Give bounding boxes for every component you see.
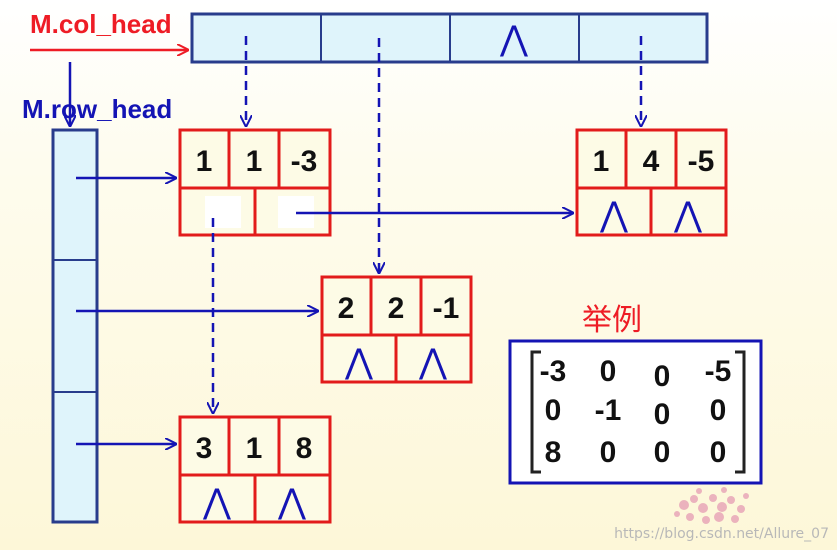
node-value: -1 bbox=[433, 292, 460, 325]
node-row: 1 bbox=[593, 145, 610, 178]
matrix-cell: 0 bbox=[654, 436, 671, 469]
matrix-frame bbox=[508, 339, 763, 485]
matrix-cell: -5 bbox=[705, 355, 732, 388]
matrix-cell: 0 bbox=[654, 398, 671, 431]
matrix-cell: -1 bbox=[595, 394, 622, 427]
matrix-cell: 0 bbox=[710, 436, 727, 469]
row-head-frame bbox=[51, 128, 99, 524]
matrix-cell: 8 bbox=[545, 436, 562, 469]
example-matrix-box: -3 0 0 -5 0 -1 0 0 8 0 0 0 bbox=[508, 339, 763, 485]
node-row: 1 bbox=[196, 145, 213, 178]
right-null-symbol: ⋀ bbox=[673, 195, 702, 235]
matrix-right-bracket bbox=[735, 350, 746, 474]
matrix-cell: 0 bbox=[600, 436, 617, 469]
matrix-cell: -3 bbox=[540, 355, 567, 388]
down-null-symbol: ⋀ bbox=[344, 342, 373, 382]
matrix-cell: 0 bbox=[545, 394, 562, 427]
col-head-cell-3: ⋀ bbox=[499, 19, 528, 59]
node-row: 2 bbox=[338, 292, 355, 325]
right-null-symbol: ⋀ bbox=[277, 482, 306, 522]
node-col: 1 bbox=[246, 432, 263, 465]
down-null-symbol: ⋀ bbox=[202, 482, 231, 522]
down-pointer-slot bbox=[205, 196, 241, 228]
matrix-cell: 0 bbox=[600, 355, 617, 388]
node-col: 1 bbox=[246, 145, 263, 178]
row-head-label: M.row_head bbox=[22, 94, 172, 124]
node-value: -3 bbox=[291, 145, 318, 178]
node-value: -5 bbox=[688, 145, 715, 178]
node-2-2: 2 2 -1 ⋀ ⋀ bbox=[320, 275, 473, 384]
col-head-array: ⋀ bbox=[190, 12, 709, 64]
col-head-label: M.col_head bbox=[30, 9, 172, 39]
matrix-cell: 0 bbox=[654, 360, 671, 393]
right-null-symbol: ⋀ bbox=[418, 342, 447, 382]
matrix-left-bracket bbox=[530, 350, 541, 474]
node-value: 8 bbox=[296, 432, 313, 465]
node-1-4: 1 4 -5 ⋀ ⋀ bbox=[575, 128, 728, 237]
node-row: 3 bbox=[196, 432, 213, 465]
node-col: 4 bbox=[643, 145, 660, 178]
node-col: 2 bbox=[388, 292, 405, 325]
matrix-cell: 0 bbox=[710, 394, 727, 427]
node-1-1: 1 1 -3 bbox=[178, 128, 332, 237]
blossom-decoration bbox=[674, 487, 749, 524]
watermark: https://blog.csdn.net/Allure_07 bbox=[614, 526, 829, 542]
down-null-symbol: ⋀ bbox=[599, 195, 628, 235]
node-3-1: 3 1 8 ⋀ ⋀ bbox=[178, 415, 332, 524]
row-head-array bbox=[51, 128, 99, 524]
example-title: 举例 bbox=[582, 303, 642, 338]
